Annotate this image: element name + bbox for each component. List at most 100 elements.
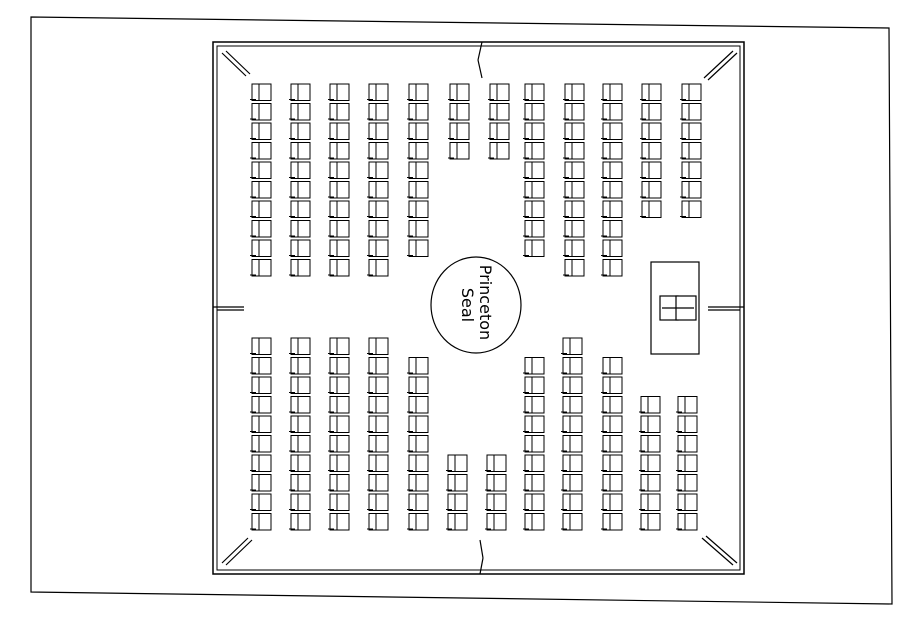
seat	[563, 161, 585, 179]
seat	[328, 259, 350, 277]
seat	[561, 493, 583, 511]
seat	[328, 357, 350, 375]
seat	[601, 200, 623, 218]
seat	[407, 513, 429, 531]
corner-diagonals	[221, 50, 738, 566]
seat	[523, 239, 545, 257]
seat	[250, 181, 272, 199]
seat	[250, 103, 272, 121]
seat	[407, 239, 429, 257]
seating-blocks	[250, 83, 702, 531]
seat	[601, 454, 623, 472]
seat	[563, 181, 585, 199]
seat	[601, 239, 623, 257]
seat	[407, 181, 429, 199]
seat	[250, 396, 272, 414]
seat	[640, 122, 662, 140]
seat	[367, 200, 389, 218]
seat	[289, 337, 311, 355]
seat	[640, 103, 662, 121]
seat	[676, 454, 698, 472]
seat	[250, 259, 272, 277]
seat	[561, 415, 583, 433]
seat	[561, 513, 583, 531]
seat	[289, 161, 311, 179]
seat	[639, 435, 661, 453]
seat	[367, 337, 389, 355]
seat	[561, 357, 583, 375]
seat	[523, 122, 545, 140]
seat	[639, 415, 661, 433]
seat	[289, 181, 311, 199]
seat	[250, 474, 272, 492]
seat	[250, 493, 272, 511]
seat	[446, 513, 468, 531]
seat	[561, 337, 583, 355]
seat	[639, 513, 661, 531]
seat	[250, 435, 272, 453]
seat	[289, 415, 311, 433]
seat	[367, 259, 389, 277]
podium	[650, 261, 700, 355]
seat	[680, 122, 702, 140]
seat	[328, 122, 350, 140]
seat	[407, 200, 429, 218]
seat	[448, 122, 470, 140]
seat	[523, 396, 545, 414]
seat	[328, 396, 350, 414]
seat	[250, 142, 272, 160]
seat	[407, 83, 429, 101]
seat	[640, 83, 662, 101]
seat	[523, 376, 545, 394]
seat	[485, 474, 507, 492]
seat	[328, 220, 350, 238]
seat	[523, 200, 545, 218]
seat	[289, 83, 311, 101]
seat	[640, 181, 662, 199]
seat	[680, 142, 702, 160]
seat	[407, 103, 429, 121]
seat	[328, 103, 350, 121]
seat	[328, 415, 350, 433]
seat	[289, 239, 311, 257]
seat	[561, 454, 583, 472]
seat	[601, 161, 623, 179]
hall-outer-wall	[212, 41, 745, 575]
seat	[676, 396, 698, 414]
seal-circle	[430, 256, 522, 354]
seat	[250, 220, 272, 238]
seat	[488, 142, 510, 160]
seat	[367, 103, 389, 121]
seat	[485, 513, 507, 531]
sheet-border	[30, 16, 893, 605]
svg-text:Princeton Seal: Princeton Seal	[458, 265, 495, 345]
seat	[561, 474, 583, 492]
seat	[523, 161, 545, 179]
seat	[289, 493, 311, 511]
seat	[328, 454, 350, 472]
seat	[680, 103, 702, 121]
seat	[561, 396, 583, 414]
seat	[563, 259, 585, 277]
seat	[328, 142, 350, 160]
seat	[289, 454, 311, 472]
seat	[367, 142, 389, 160]
seat	[328, 513, 350, 531]
seat	[250, 161, 272, 179]
seat	[523, 493, 545, 511]
seat	[367, 83, 389, 101]
seat	[523, 142, 545, 160]
seat	[488, 83, 510, 101]
seat	[328, 435, 350, 453]
seat	[601, 415, 623, 433]
wall-openings	[213, 41, 744, 575]
seat	[367, 161, 389, 179]
seat	[601, 396, 623, 414]
seat	[289, 396, 311, 414]
seat	[676, 415, 698, 433]
seat	[407, 415, 429, 433]
seat	[640, 142, 662, 160]
seat	[523, 83, 545, 101]
seat	[367, 239, 389, 257]
seat	[563, 142, 585, 160]
